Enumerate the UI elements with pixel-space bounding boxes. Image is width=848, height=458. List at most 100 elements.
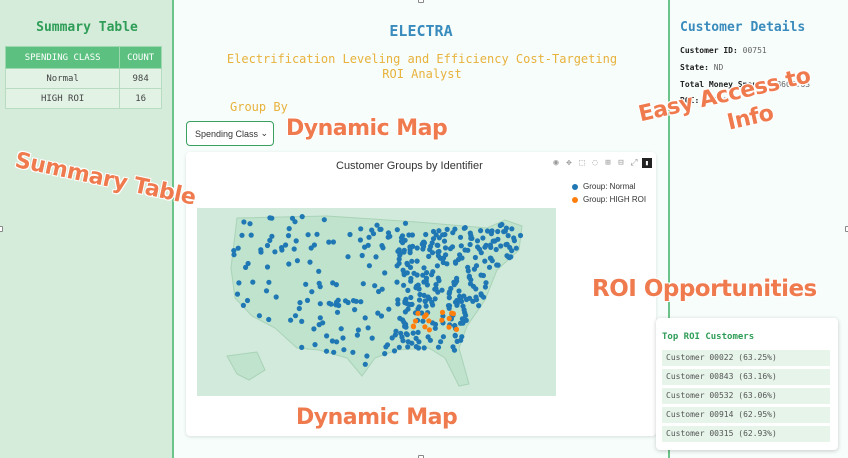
point-normal[interactable] <box>476 303 482 309</box>
point-normal[interactable] <box>396 256 402 262</box>
point-normal[interactable] <box>234 291 241 297</box>
reset-icon[interactable]: ⤢ <box>630 158 638 168</box>
point-normal[interactable] <box>495 228 501 235</box>
point-normal[interactable] <box>378 313 385 319</box>
point-normal[interactable] <box>266 279 272 285</box>
point-normal[interactable] <box>396 344 402 350</box>
point-normal[interactable] <box>483 242 489 248</box>
point-normal[interactable] <box>430 269 436 275</box>
point-normal[interactable] <box>460 303 466 309</box>
point-normal[interactable] <box>484 228 491 234</box>
point-normal[interactable] <box>267 237 273 243</box>
point-normal[interactable] <box>328 301 334 307</box>
point-normal[interactable] <box>338 326 344 332</box>
point-normal[interactable] <box>299 214 305 220</box>
point-normal[interactable] <box>417 291 423 298</box>
point-normal[interactable] <box>482 284 488 290</box>
point-normal[interactable] <box>365 242 371 248</box>
pan-icon[interactable]: ✥ <box>566 158 572 168</box>
point-normal[interactable] <box>442 245 449 251</box>
point-normal[interactable] <box>402 220 409 226</box>
point-normal[interactable] <box>383 344 389 350</box>
point-normal[interactable] <box>399 334 405 340</box>
point-high-roi[interactable] <box>426 318 432 324</box>
point-normal[interactable] <box>304 297 311 303</box>
point-normal[interactable] <box>459 316 465 322</box>
point-normal[interactable] <box>311 326 317 332</box>
point-normal[interactable] <box>264 242 271 249</box>
point-normal[interactable] <box>482 258 488 264</box>
point-normal[interactable] <box>468 235 474 241</box>
point-normal[interactable] <box>299 318 305 324</box>
point-normal[interactable] <box>416 297 423 303</box>
point-normal[interactable] <box>456 288 462 294</box>
point-normal[interactable] <box>463 312 469 318</box>
point-normal[interactable] <box>405 306 411 312</box>
point-normal[interactable] <box>345 254 351 260</box>
point-normal[interactable] <box>340 335 346 341</box>
point-normal[interactable] <box>403 321 409 327</box>
point-normal[interactable] <box>435 344 442 350</box>
point-normal[interactable] <box>291 246 297 252</box>
point-normal[interactable] <box>438 339 444 345</box>
point-normal[interactable] <box>309 289 315 295</box>
point-normal[interactable] <box>317 301 323 307</box>
point-normal[interactable] <box>353 298 359 304</box>
point-normal[interactable] <box>357 237 363 243</box>
point-normal[interactable] <box>239 232 245 238</box>
point-normal[interactable] <box>446 303 453 309</box>
point-normal[interactable] <box>410 330 416 336</box>
point-normal[interactable] <box>399 233 406 239</box>
point-normal[interactable] <box>258 247 264 253</box>
point-normal[interactable] <box>413 285 419 291</box>
point-normal[interactable] <box>413 344 419 350</box>
point-normal[interactable] <box>409 258 415 264</box>
point-normal[interactable] <box>316 268 322 274</box>
point-normal[interactable] <box>426 253 432 259</box>
point-normal[interactable] <box>378 226 384 232</box>
point-normal[interactable] <box>405 287 411 293</box>
point-normal[interactable] <box>410 243 416 249</box>
point-high-roi[interactable] <box>410 323 416 329</box>
point-normal[interactable] <box>416 339 422 345</box>
point-normal[interactable] <box>250 279 256 285</box>
point-high-roi[interactable] <box>415 310 421 316</box>
point-normal[interactable] <box>466 274 472 280</box>
list-item[interactable]: Customer 00532 (63.06%) <box>662 388 830 404</box>
point-normal[interactable] <box>366 263 372 269</box>
point-normal[interactable] <box>359 252 365 259</box>
point-normal[interactable] <box>248 232 254 238</box>
point-normal[interactable] <box>375 310 381 316</box>
point-normal[interactable] <box>330 239 336 245</box>
point-normal[interactable] <box>436 235 442 241</box>
point-normal[interactable] <box>292 313 299 319</box>
point-normal[interactable] <box>434 263 440 269</box>
point-normal[interactable] <box>425 294 431 300</box>
point-normal[interactable] <box>452 259 459 265</box>
point-high-roi[interactable] <box>422 324 428 330</box>
point-normal[interactable] <box>231 248 237 254</box>
point-normal[interactable] <box>404 300 410 306</box>
point-normal[interactable] <box>395 297 401 303</box>
point-normal[interactable] <box>374 222 380 228</box>
point-normal[interactable] <box>386 306 392 312</box>
point-normal[interactable] <box>424 270 430 276</box>
point-normal[interactable] <box>326 239 332 245</box>
point-normal[interactable] <box>243 264 249 270</box>
point-high-roi[interactable] <box>450 311 456 317</box>
point-normal[interactable] <box>436 228 442 234</box>
point-normal[interactable] <box>421 279 427 285</box>
point-normal[interactable] <box>404 270 410 276</box>
point-normal[interactable] <box>294 258 300 264</box>
legend-item-high-roi[interactable]: Group: HIGH ROI <box>572 195 646 204</box>
point-normal[interactable] <box>379 286 385 292</box>
point-normal[interactable] <box>423 303 429 309</box>
point-normal[interactable] <box>428 243 434 249</box>
point-normal[interactable] <box>517 232 524 239</box>
legend-item-normal[interactable]: Group: Normal <box>572 182 646 191</box>
point-normal[interactable] <box>372 283 378 289</box>
point-normal[interactable] <box>244 297 251 304</box>
point-normal[interactable] <box>463 296 470 303</box>
point-normal[interactable] <box>236 280 242 286</box>
point-normal[interactable] <box>495 262 501 268</box>
